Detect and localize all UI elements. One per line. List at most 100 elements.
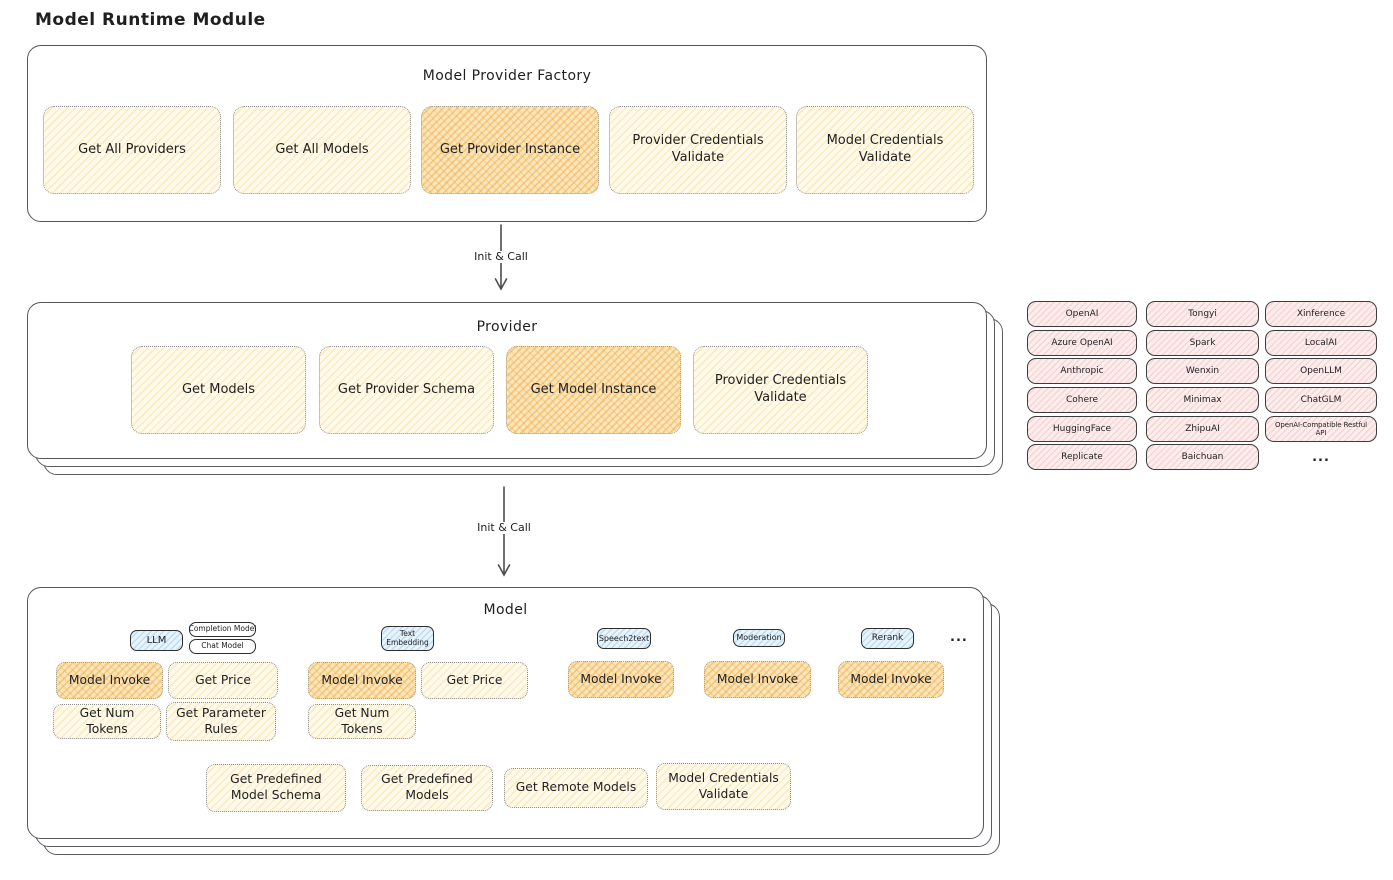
node-label: Get Predefined Models [381,772,473,802]
provider-chip-openai: OpenAI [1027,301,1137,327]
provider-box: Provider Get Models Get Provider Schema … [27,302,987,459]
node-label: Get Provider Schema [337,381,476,397]
arrow-label-init-call-2: Init & Call [459,521,549,535]
node-label: Get All Models [275,141,369,157]
tag-label: Rerank [871,633,904,644]
ellipsis-more-providers: ... [1312,450,1330,465]
chip-label: Baichuan [1181,452,1224,462]
provider-chip-xinference: Xinference [1265,301,1377,327]
node-label: Get Price [446,672,503,687]
provider-chip-baichuan: Baichuan [1146,444,1259,470]
model-type-tag-moderation: Moderation [733,629,785,647]
node-label: Get Model Instance [530,381,657,397]
model-title: Model [483,602,528,618]
node-model-invoke-text-embedding: Model Invoke [308,662,416,699]
provider-chip-azure-openai: Azure OpenAI [1027,330,1137,356]
chip-label: ZhipuAI [1185,424,1220,434]
node-get-parameter-rules: Get Parameter Rules [166,702,276,741]
chip-label: Cohere [1065,395,1099,405]
provider-title: Provider [476,319,538,335]
chip-label: Anthropic [1060,366,1104,376]
factory-title: Model Provider Factory [422,68,592,84]
node-get-predefined-model-schema: Get Predefined Model Schema [206,764,346,812]
node-model-credentials-validate: Model Credentials Validate [656,763,791,810]
provider-chip-anthropic: Anthropic [1027,358,1137,384]
chip-label: HuggingFace [1052,424,1112,434]
tag-label: Chat Model [201,641,244,651]
provider-chip-wenxin: Wenxin [1146,358,1259,384]
node-label: Model Invoke [716,671,799,686]
node-get-price-llm: Get Price [168,662,278,699]
model-type-tag-llm: LLM [130,630,183,651]
node-label: Model Invoke [850,671,932,686]
tag-label: Speech2text [598,633,650,643]
provider-chip-huggingface: HuggingFace [1027,416,1137,442]
arrow-label-init-call-1: Init & Call [456,250,546,264]
chip-label: Xinference [1296,309,1346,319]
chip-label: OpenAI [1065,309,1099,319]
node-label: Get Price [195,672,251,687]
node-label: Get All Providers [78,141,186,157]
node-get-models: Get Models [131,346,306,434]
provider-chip-openllm: OpenLLM [1265,358,1377,384]
node-get-all-models: Get All Models [233,106,411,194]
chip-label: ChatGLM [1300,395,1342,405]
node-label: Get Num Tokens [79,705,135,736]
node-label: Get Predefined Model Schema [230,772,322,802]
tag-label: Completion Model [188,624,257,634]
node-label: Get Remote Models [515,780,637,794]
provider-chip-tongyi: Tongyi [1146,301,1259,327]
node-label: Get Parameter Rules [176,705,266,736]
node-get-predefined-models: Get Predefined Models [361,765,493,811]
arrow-connector-provider-to-model [497,486,511,577]
provider-chip-localai: LocalAI [1265,330,1377,356]
node-label: Get Provider Instance [439,141,581,157]
model-type-tag-speech2text: Speech2text [597,628,651,649]
node-get-provider-instance: Get Provider Instance [421,106,599,194]
model-type-tag-text-embedding: Text Embedding [381,626,434,651]
node-get-provider-schema: Get Provider Schema [319,346,494,434]
chip-label: Spark [1189,338,1216,348]
node-get-num-tokens-llm: Get Num Tokens [53,704,161,739]
provider-chip-chatglm: ChatGLM [1265,387,1377,413]
node-label: Get Models [181,381,256,397]
provider-chip-zhipuai: ZhipuAI [1146,416,1259,442]
page-title: Model Runtime Module [35,10,266,30]
ellipsis-more-model-types: ... [950,630,968,645]
node-label: Get Num Tokens [334,705,390,736]
provider-chip-spark: Spark [1146,330,1259,356]
provider-chip-cohere: Cohere [1027,387,1137,413]
provider-chip-openai-compatible-restful-api: OpenAI-Compatible Restful API [1265,416,1377,442]
chip-label: LocalAI [1304,338,1338,348]
chip-label: OpenLLM [1300,366,1342,376]
node-provider-credentials-validate-factory: Provider Credentials Validate [609,106,787,194]
node-provider-credentials-validate: Provider Credentials Validate [693,346,868,434]
node-model-invoke-speech2text: Model Invoke [568,661,674,698]
chip-label: Tongyi [1188,309,1217,319]
node-label: Provider Credentials Validate [714,373,847,405]
node-get-num-tokens-text-embedding: Get Num Tokens [308,704,416,739]
chip-label: Replicate [1061,452,1103,462]
tag-label: LLM [146,634,167,646]
node-label: Model Credentials Validate [668,770,779,801]
node-model-credentials-validate-factory: Model Credentials Validate [796,106,974,194]
chip-label: Wenxin [1185,366,1220,376]
node-get-price-text-embedding: Get Price [421,662,528,699]
provider-chip-minimax: Minimax [1146,387,1259,413]
node-get-model-instance: Get Model Instance [506,346,681,434]
node-model-invoke-llm: Model Invoke [56,662,163,699]
model-type-tag-rerank: Rerank [861,628,914,649]
chip-label: Minimax [1183,395,1222,405]
factory-box: Model Provider Factory Get All Providers… [27,45,987,222]
node-label: Model Invoke [580,671,662,686]
model-box: Model LLM Completion Model Chat Model Te… [27,587,984,839]
node-label: Model Invoke [68,672,151,687]
node-model-invoke-moderation: Model Invoke [704,661,811,698]
node-model-invoke-rerank: Model Invoke [838,661,944,698]
node-get-remote-models: Get Remote Models [504,768,648,808]
chip-label: Azure OpenAI [1051,338,1113,348]
node-label: Model Invoke [321,672,403,687]
provider-chip-replicate: Replicate [1027,444,1137,470]
model-type-tag-completion-model: Completion Model [189,622,256,637]
